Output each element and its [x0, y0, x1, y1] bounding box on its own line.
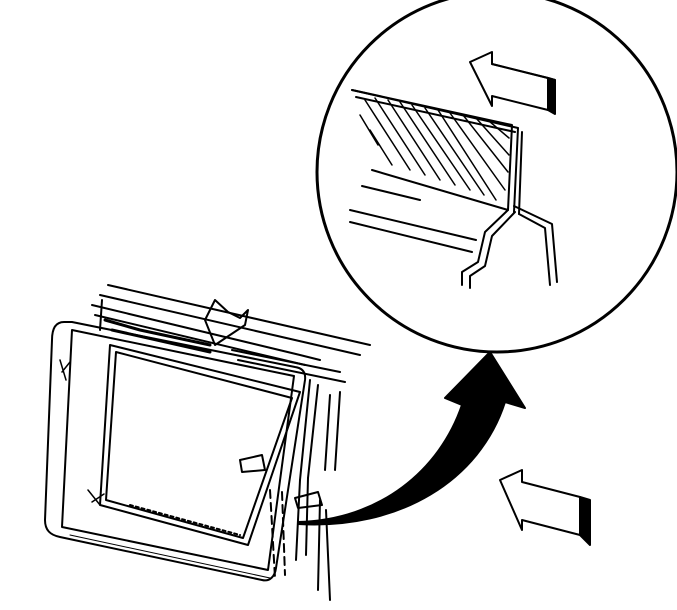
direction-arrow-top-icon: [469, 51, 556, 115]
detail-circle: [315, 0, 677, 354]
direction-arrow-bottom-icon: [499, 469, 591, 546]
detail-view: [315, 0, 677, 354]
glass-panel-hatched: [351, 89, 523, 215]
window-frame: [44, 284, 371, 601]
seal-profile: [349, 185, 558, 289]
curved-callout-arrow-icon: [297, 351, 526, 526]
